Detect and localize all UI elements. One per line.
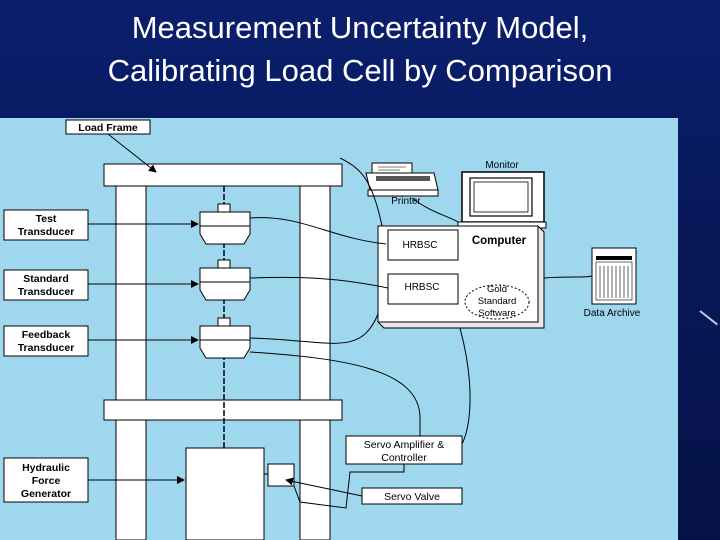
load-cell-calibration-diagram: Load Frame Test Transducer Standard Tran… (3, 119, 641, 540)
data-archive-icon (591, 247, 637, 305)
frame-top-crosshead (103, 163, 343, 187)
test-transducer-label: Test Transducer (3, 209, 89, 241)
printer-label: Printer (391, 196, 421, 207)
printer-icon (365, 162, 439, 197)
hydraulic-label-line-2: Force (32, 475, 61, 487)
test-transducer-label-line-1: Test (36, 213, 57, 225)
monitor-label: Monitor (485, 160, 519, 171)
frame-right-column (299, 185, 331, 540)
frame-middle-crosshead (103, 399, 343, 421)
hrbsc-card-1-label: HRBSC (402, 240, 437, 251)
load-frame-label: Load Frame (65, 119, 151, 135)
frame-left-column (115, 185, 147, 540)
hydraulic-label-line-1: Hydraulic (22, 462, 70, 474)
servo-valve-label: Servo Valve (361, 487, 463, 505)
feedback-transducer-body (199, 317, 251, 359)
slide-title-line-1: Measurement Uncertainty Model, (131, 10, 589, 45)
gold-standard-label-line-2: Standard (478, 296, 517, 307)
signal-cables (249, 157, 593, 509)
servo-amplifier-label-line-2: Controller (381, 452, 427, 464)
decorative-line (699, 310, 718, 326)
feedback-transducer-label-line-2: Transducer (18, 342, 75, 354)
gold-standard-label-line-3: Software (478, 308, 516, 319)
monitor-icon (457, 171, 547, 229)
data-archive-label: Data Archive (584, 308, 641, 319)
slide-title: Measurement Uncertainty Model, Calibrati… (0, 6, 720, 92)
diagram-panel: Load Frame Test Transducer Standard Tran… (0, 118, 678, 540)
servo-amplifier-label-line-1: Servo Amplifier & (364, 439, 445, 451)
hydraulic-force-generator-label: Hydraulic Force Generator (3, 457, 89, 503)
test-transducer-body (199, 203, 251, 245)
standard-transducer-label-line-1: Standard (23, 273, 69, 285)
hydraulic-label-line-3: Generator (21, 488, 71, 500)
hrbsc-card-2-label: HRBSC (404, 282, 439, 293)
computer-unit: HRBSC Computer HRBSC Gold Standard Softw… (377, 225, 545, 329)
test-transducer-label-line-2: Transducer (18, 226, 75, 238)
servo-amplifier-controller-box: Servo Amplifier & Controller (345, 435, 463, 465)
standard-transducer-label-line-2: Transducer (18, 286, 75, 298)
feedback-transducer-label-line-1: Feedback (22, 329, 71, 341)
load-frame-label-text: Load Frame (78, 122, 138, 134)
feedback-transducer-label: Feedback Transducer (3, 325, 89, 357)
hydraulic-force-generator-body (185, 447, 265, 540)
standard-transducer-body (199, 259, 251, 301)
load-frame (103, 163, 343, 540)
standard-transducer-label: Standard Transducer (3, 269, 89, 301)
servo-valve-label-text: Servo Valve (384, 491, 440, 503)
gold-standard-label-line-1: Gold (487, 284, 507, 295)
servo-valve-body (267, 463, 295, 487)
computer-label: Computer (472, 235, 527, 247)
slide-title-line-2: Calibrating Load Cell by Comparison (107, 53, 613, 88)
